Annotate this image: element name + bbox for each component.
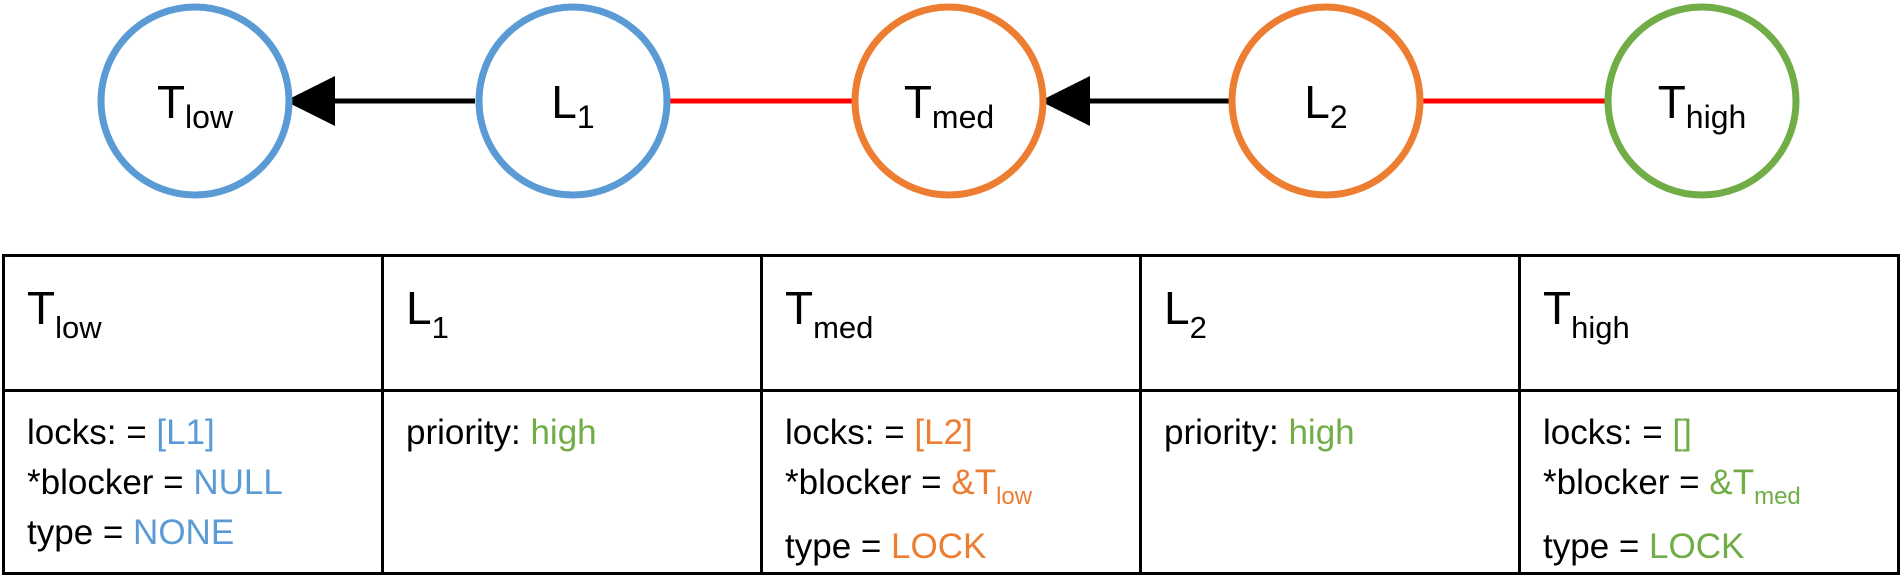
t-med-locks: locks: = [L2]: [785, 413, 973, 452]
node-l2-label: L2: [1304, 76, 1347, 135]
node-t-med-label: Tmed: [904, 76, 994, 135]
node-t-low-circle: [97, 3, 293, 199]
thread-lock-state-table: Tlow L1 Tmed L2 Thigh locks: = [L1] *blo…: [2, 254, 1900, 575]
header-cell-l1: L1: [381, 254, 763, 392]
body-cell-t-high: locks: = [] *blocker = &Tmed type = LOCK: [1518, 389, 1900, 575]
body-cell-t-low: locks: = [L1] *blocker = NULL type = NON…: [2, 389, 384, 575]
t-med-blocker: *blocker = &Tlow: [785, 463, 1033, 510]
lock-chain-diagram: Tlow L1 Tmed L2 Thigh: [97, 3, 1800, 199]
node-t-low: Tlow: [97, 3, 293, 199]
body-cell-l1: priority: high: [381, 389, 763, 575]
l2-priority: priority: high: [1164, 413, 1355, 452]
t-low-type: type = NONE: [27, 513, 235, 552]
table-body-row: locks: = [L1] *blocker = NULL type = NON…: [2, 389, 1900, 575]
node-t-med: Tmed: [851, 3, 1047, 199]
node-t-high-label: Thigh: [1658, 76, 1747, 135]
body-cell-l2: priority: high: [1139, 389, 1521, 575]
t-low-blocker: *blocker = NULL: [27, 463, 283, 502]
l1-priority: priority: high: [406, 413, 597, 452]
t-high-blocker: *blocker = &Tmed: [1543, 463, 1801, 510]
t-low-locks: locks: = [L1]: [27, 413, 215, 452]
header-t-med: Tmed: [785, 282, 874, 345]
t-high-locks: locks: = []: [1543, 413, 1692, 452]
node-l1-label: L1: [551, 76, 594, 135]
node-l1-circle: [475, 3, 671, 199]
t-med-type: type = LOCK: [785, 527, 987, 566]
header-cell-t-med: Tmed: [760, 254, 1142, 392]
node-t-high-circle: [1604, 3, 1800, 199]
header-cell-t-high: Thigh: [1518, 254, 1900, 392]
node-t-med-circle: [851, 3, 1047, 199]
node-l1: L1: [475, 3, 671, 199]
header-l1: L1: [406, 282, 449, 345]
header-t-high: Thigh: [1543, 282, 1630, 345]
header-cell-l2: L2: [1139, 254, 1521, 392]
table-header-row: Tlow L1 Tmed L2 Thigh: [2, 254, 1900, 392]
header-cell-t-low: Tlow: [2, 254, 384, 392]
header-l2: L2: [1164, 282, 1207, 345]
t-high-type: type = LOCK: [1543, 527, 1745, 566]
node-l2: L2: [1228, 3, 1424, 199]
header-t-low: Tlow: [27, 282, 102, 345]
node-t-low-label: Tlow: [157, 76, 234, 135]
body-cell-t-med: locks: = [L2] *blocker = &Tlow type = LO…: [760, 389, 1142, 575]
node-l2-circle: [1228, 3, 1424, 199]
node-t-high: Thigh: [1604, 3, 1800, 199]
